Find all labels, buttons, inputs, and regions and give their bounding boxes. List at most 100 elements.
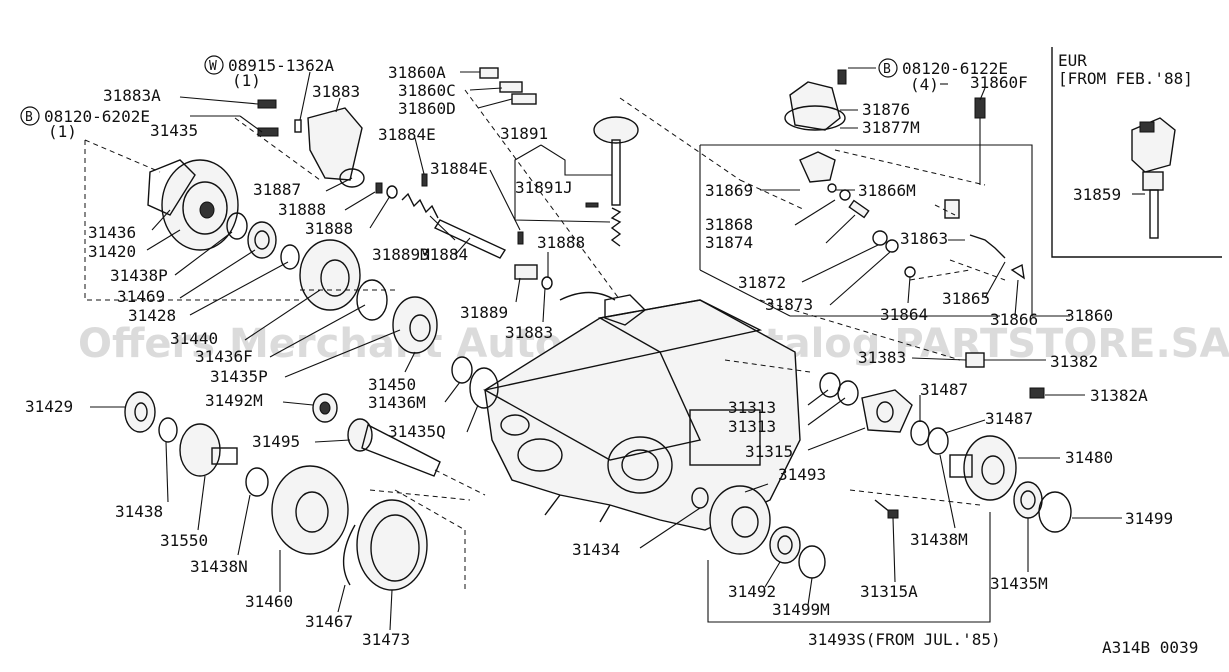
label-31493: 31493 (778, 465, 826, 484)
label-31891: 31891 (500, 124, 548, 143)
label-31884: 31884 (420, 245, 468, 264)
part-31436M-ring (451, 356, 473, 384)
callout-b08120-6202-qty: (1) (48, 122, 77, 141)
part-31866-clip (1010, 263, 1025, 280)
label-31435: 31435 (150, 121, 198, 140)
label-31863: 31863 (900, 229, 948, 248)
part-31429-washer (124, 391, 156, 433)
part-31487-ring-b (927, 427, 949, 455)
label-31884E-b: 31884E (430, 159, 488, 178)
label-31436F: 31436F (195, 347, 253, 366)
callout-b08120-6202: B 08120-6202E (1) (20, 106, 150, 141)
part-31438-ring (158, 417, 178, 443)
part-31884E-pin-a (421, 173, 428, 187)
label-31313-b: 31313 (728, 417, 776, 436)
part-31435Q-ring (469, 367, 499, 409)
label-31383: 31383 (858, 348, 906, 367)
label-31420: 31420 (88, 242, 136, 261)
inset-note-line1: EUR (1058, 51, 1087, 70)
part-31884-rod (433, 219, 507, 259)
part-31467-clip (342, 524, 356, 586)
label-31313-a: 31313 (728, 398, 776, 417)
assembly-dash-lines (84, 89, 1006, 590)
label-31492: 31492 (728, 582, 776, 601)
part-31492M-bearing (312, 393, 338, 423)
part-31887-pin (375, 182, 383, 194)
label-31888-a: 31888 (278, 200, 326, 219)
part-31889M-spring (401, 192, 439, 219)
part-31487-ring-a (910, 420, 930, 446)
label-31884E-a: 31884E (378, 125, 436, 144)
part-31436F-ring (356, 279, 388, 321)
callout-w08915-symbol: W (209, 59, 217, 74)
label-31889: 31889 (460, 303, 508, 322)
part-31863-valve (944, 199, 1006, 259)
label-31436M: 31436M (368, 393, 426, 412)
part-31460-cover (271, 465, 349, 555)
part-31428-ring (280, 244, 300, 270)
label-31434: 31434 (572, 540, 620, 559)
part-31868-ring (839, 189, 851, 201)
label-31883A: 31883A (103, 86, 161, 105)
part-31435M-bearing (1013, 481, 1043, 519)
part-31860C-fitting (499, 81, 523, 93)
label-31550: 31550 (160, 531, 208, 550)
callout-b08120-6122-symbol: B (883, 62, 891, 77)
part-31440-hub (299, 239, 361, 311)
label-31315A: 31315A (860, 582, 918, 601)
part-31492-bearing (769, 526, 801, 564)
part-31469-gear (247, 221, 277, 259)
part-08120-6122-bolt (837, 69, 847, 85)
label-31866: 31866 (990, 310, 1038, 329)
label-31860: 31860 (1065, 306, 1113, 325)
label-31382A: 31382A (1090, 386, 1148, 405)
label-31888-b: 31888 (305, 219, 353, 238)
part-31382A-bolt (1029, 387, 1045, 399)
part-31438P-ring (226, 212, 248, 240)
label-31492M: 31492M (205, 391, 263, 410)
label-31435P: 31435P (210, 367, 268, 386)
part-31888-ring-c (541, 276, 553, 290)
part-labels: 31883A 31883 31860A 31860C 31860D 31860F… (25, 63, 1198, 657)
part-31480-gear (949, 435, 1017, 501)
part-31473-ring (356, 499, 428, 591)
callout-b08120-6202-symbol: B (25, 110, 33, 125)
label-31860D: 31860D (398, 99, 456, 118)
part-31315-housing (861, 389, 913, 433)
label-31469: 31469 (117, 287, 165, 306)
label-31864: 31864 (880, 305, 928, 324)
part-31866M-body (799, 151, 836, 183)
inset-note-line2: [FROM FEB.'88] (1058, 69, 1193, 88)
label-31460: 31460 (245, 592, 293, 611)
part-31884E-pin-b (517, 231, 524, 245)
bracket-lines (514, 144, 1070, 623)
label-31891J: 31891J (515, 178, 573, 197)
transmission-case (483, 291, 801, 531)
label-31883-b: 31883 (505, 323, 553, 342)
label-31499M: 31499M (772, 600, 830, 619)
label-31889M: 31889M (372, 245, 430, 264)
diagram-code: A314B 0039 (1102, 638, 1198, 657)
part-31495-shaft (347, 418, 441, 477)
part-31876-cover (784, 81, 846, 131)
label-31872: 31872 (738, 273, 786, 292)
label-31382: 31382 (1050, 352, 1098, 371)
label-31860F: 31860F (970, 73, 1028, 92)
label-31473: 31473 (362, 630, 410, 649)
label-31428: 31428 (128, 306, 176, 325)
leader-lines (90, 67, 1122, 631)
part-31860A-fitting (479, 67, 499, 79)
part-31891J-pin (585, 202, 599, 208)
label-31438M: 31438M (910, 530, 968, 549)
part-31313-ring-b (837, 380, 859, 406)
label-31869: 31869 (705, 181, 753, 200)
part-31891-lever (593, 116, 639, 247)
part-31873-ring (885, 239, 899, 253)
part-31550-gear (179, 423, 238, 477)
label-31873: 31873 (765, 295, 813, 314)
part-31874-shaft (848, 199, 870, 219)
part-31499-ring (1038, 491, 1072, 533)
label-31450: 31450 (368, 375, 416, 394)
part-31872-ring (872, 230, 888, 246)
